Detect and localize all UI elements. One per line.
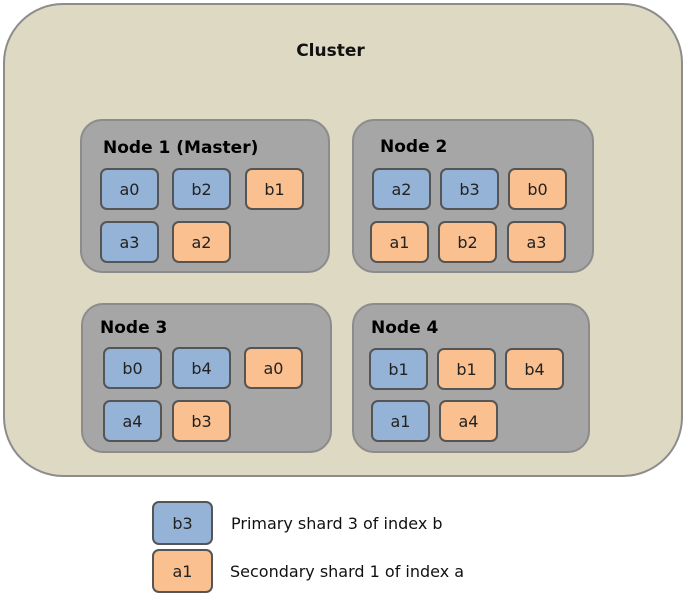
shard-node-3-3: a4 xyxy=(103,400,162,442)
node-3-title: Node 3 xyxy=(100,318,168,338)
node-2-title: Node 2 xyxy=(380,137,448,157)
shard-node-4-3: a1 xyxy=(371,400,430,442)
legend-secondary-swatch: a1 xyxy=(152,549,213,593)
shard-node-1-4: a2 xyxy=(172,221,231,263)
shard-node-2-4: b2 xyxy=(438,221,497,263)
shard-node-3-0: b0 xyxy=(103,347,162,389)
legend-primary-swatch: b3 xyxy=(152,501,213,545)
shard-node-3-1: b4 xyxy=(172,347,231,389)
shard-node-1-3: a3 xyxy=(100,221,159,263)
shard-node-4-4: a4 xyxy=(439,400,498,442)
shard-node-1-1: b2 xyxy=(172,168,231,210)
shard-node-3-4: b3 xyxy=(172,400,231,442)
shard-node-2-5: a3 xyxy=(507,221,566,263)
shard-node-4-0: b1 xyxy=(369,348,428,390)
legend-secondary-label: Secondary shard 1 of index a xyxy=(230,562,465,581)
shard-node-2-1: b3 xyxy=(440,168,499,210)
shard-node-2-3: a1 xyxy=(370,221,429,263)
shard-node-4-1: b1 xyxy=(437,348,496,390)
node-1-title: Node 1 (Master) xyxy=(103,138,259,158)
shard-node-4-2: b4 xyxy=(505,348,564,390)
shard-node-1-2: b1 xyxy=(245,168,304,210)
node-4-title: Node 4 xyxy=(371,318,439,338)
shard-node-3-2: a0 xyxy=(244,347,303,389)
shard-node-1-0: a0 xyxy=(100,168,159,210)
shard-node-2-0: a2 xyxy=(372,168,431,210)
legend-primary-label: Primary shard 3 of index b xyxy=(231,514,443,533)
cluster-title: Cluster xyxy=(296,41,365,61)
shard-node-2-2: b0 xyxy=(508,168,567,210)
